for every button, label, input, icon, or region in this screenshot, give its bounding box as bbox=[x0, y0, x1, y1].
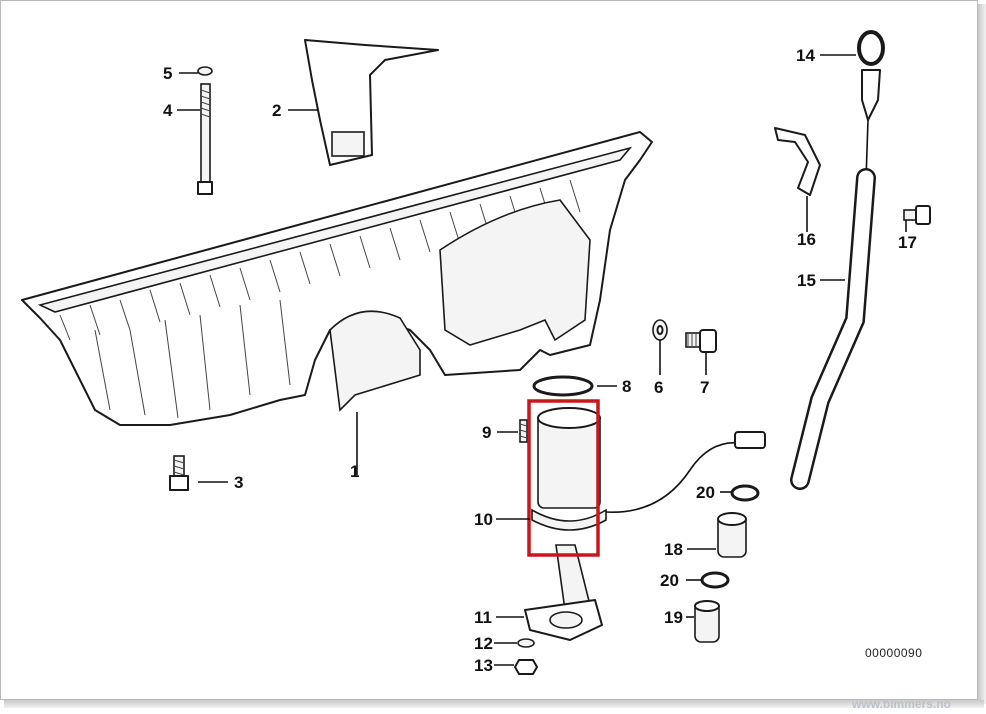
callout-15: 15 bbox=[797, 271, 816, 290]
callout-13: 13 bbox=[474, 656, 493, 675]
callout-18: 18 bbox=[664, 540, 683, 559]
callout-9: 9 bbox=[482, 423, 491, 442]
watermark: www.bimmers.no bbox=[852, 697, 951, 711]
callout-10: 10 bbox=[474, 510, 493, 529]
washer-part[interactable] bbox=[197, 66, 213, 76]
callout-2: 2 bbox=[272, 101, 281, 120]
frame-shadow-bottom bbox=[4, 700, 984, 708]
washer-small-part[interactable] bbox=[517, 638, 535, 648]
callout-3: 3 bbox=[234, 473, 243, 492]
callout-6: 6 bbox=[654, 378, 663, 397]
bracket-part[interactable] bbox=[774, 127, 821, 196]
callout-7: 7 bbox=[700, 378, 709, 397]
drain-plug-part[interactable] bbox=[685, 329, 717, 353]
callout-labels: 1 2 3 4 5 6 7 8 9 10 11 12 13 14 15 16 1… bbox=[163, 46, 917, 675]
frame-shadow-right bbox=[978, 4, 986, 704]
sealing-ring-part[interactable] bbox=[652, 319, 668, 341]
pin-part[interactable] bbox=[519, 419, 528, 443]
callout-4: 4 bbox=[163, 101, 173, 120]
oil-suction-pipe-part[interactable] bbox=[524, 544, 603, 641]
dipstick-part[interactable] bbox=[857, 30, 885, 181]
callout-1: 1 bbox=[350, 462, 359, 481]
oil-level-sensor-part[interactable] bbox=[531, 407, 766, 531]
guide-tube-part[interactable] bbox=[790, 168, 876, 490]
hose-clamp-upper-part[interactable] bbox=[730, 484, 760, 502]
oil-pan-part[interactable] bbox=[21, 131, 653, 426]
hose-part[interactable] bbox=[717, 512, 747, 558]
hose-clamp-lower-part[interactable] bbox=[700, 571, 730, 589]
callout-8: 8 bbox=[622, 377, 631, 396]
hex-nut-part[interactable] bbox=[514, 659, 538, 675]
callout-5: 5 bbox=[163, 64, 172, 83]
callout-12: 12 bbox=[474, 634, 493, 653]
hex-bolt-part[interactable] bbox=[169, 455, 189, 491]
diagram-code: 00000090 bbox=[865, 646, 923, 660]
stud-bolt-part[interactable] bbox=[197, 83, 213, 195]
hose-lower-part[interactable] bbox=[694, 600, 720, 643]
callout-17: 17 bbox=[898, 233, 917, 252]
callout-19: 19 bbox=[664, 608, 683, 627]
parts-diagram: 1 2 3 4 5 6 7 8 9 10 11 12 13 14 15 16 1… bbox=[21, 30, 931, 675]
o-ring-part[interactable] bbox=[532, 375, 594, 397]
highlighted-part-box bbox=[527, 399, 600, 557]
callout-16: 16 bbox=[797, 230, 816, 249]
callout-20-upper: 20 bbox=[696, 483, 715, 502]
callout-20-lower: 20 bbox=[660, 571, 679, 590]
leader-lines bbox=[177, 54, 907, 666]
bolt-small-part[interactable] bbox=[903, 205, 931, 225]
callout-11: 11 bbox=[474, 608, 492, 627]
callout-14: 14 bbox=[796, 46, 815, 65]
baffle-plate-part[interactable] bbox=[304, 39, 439, 166]
